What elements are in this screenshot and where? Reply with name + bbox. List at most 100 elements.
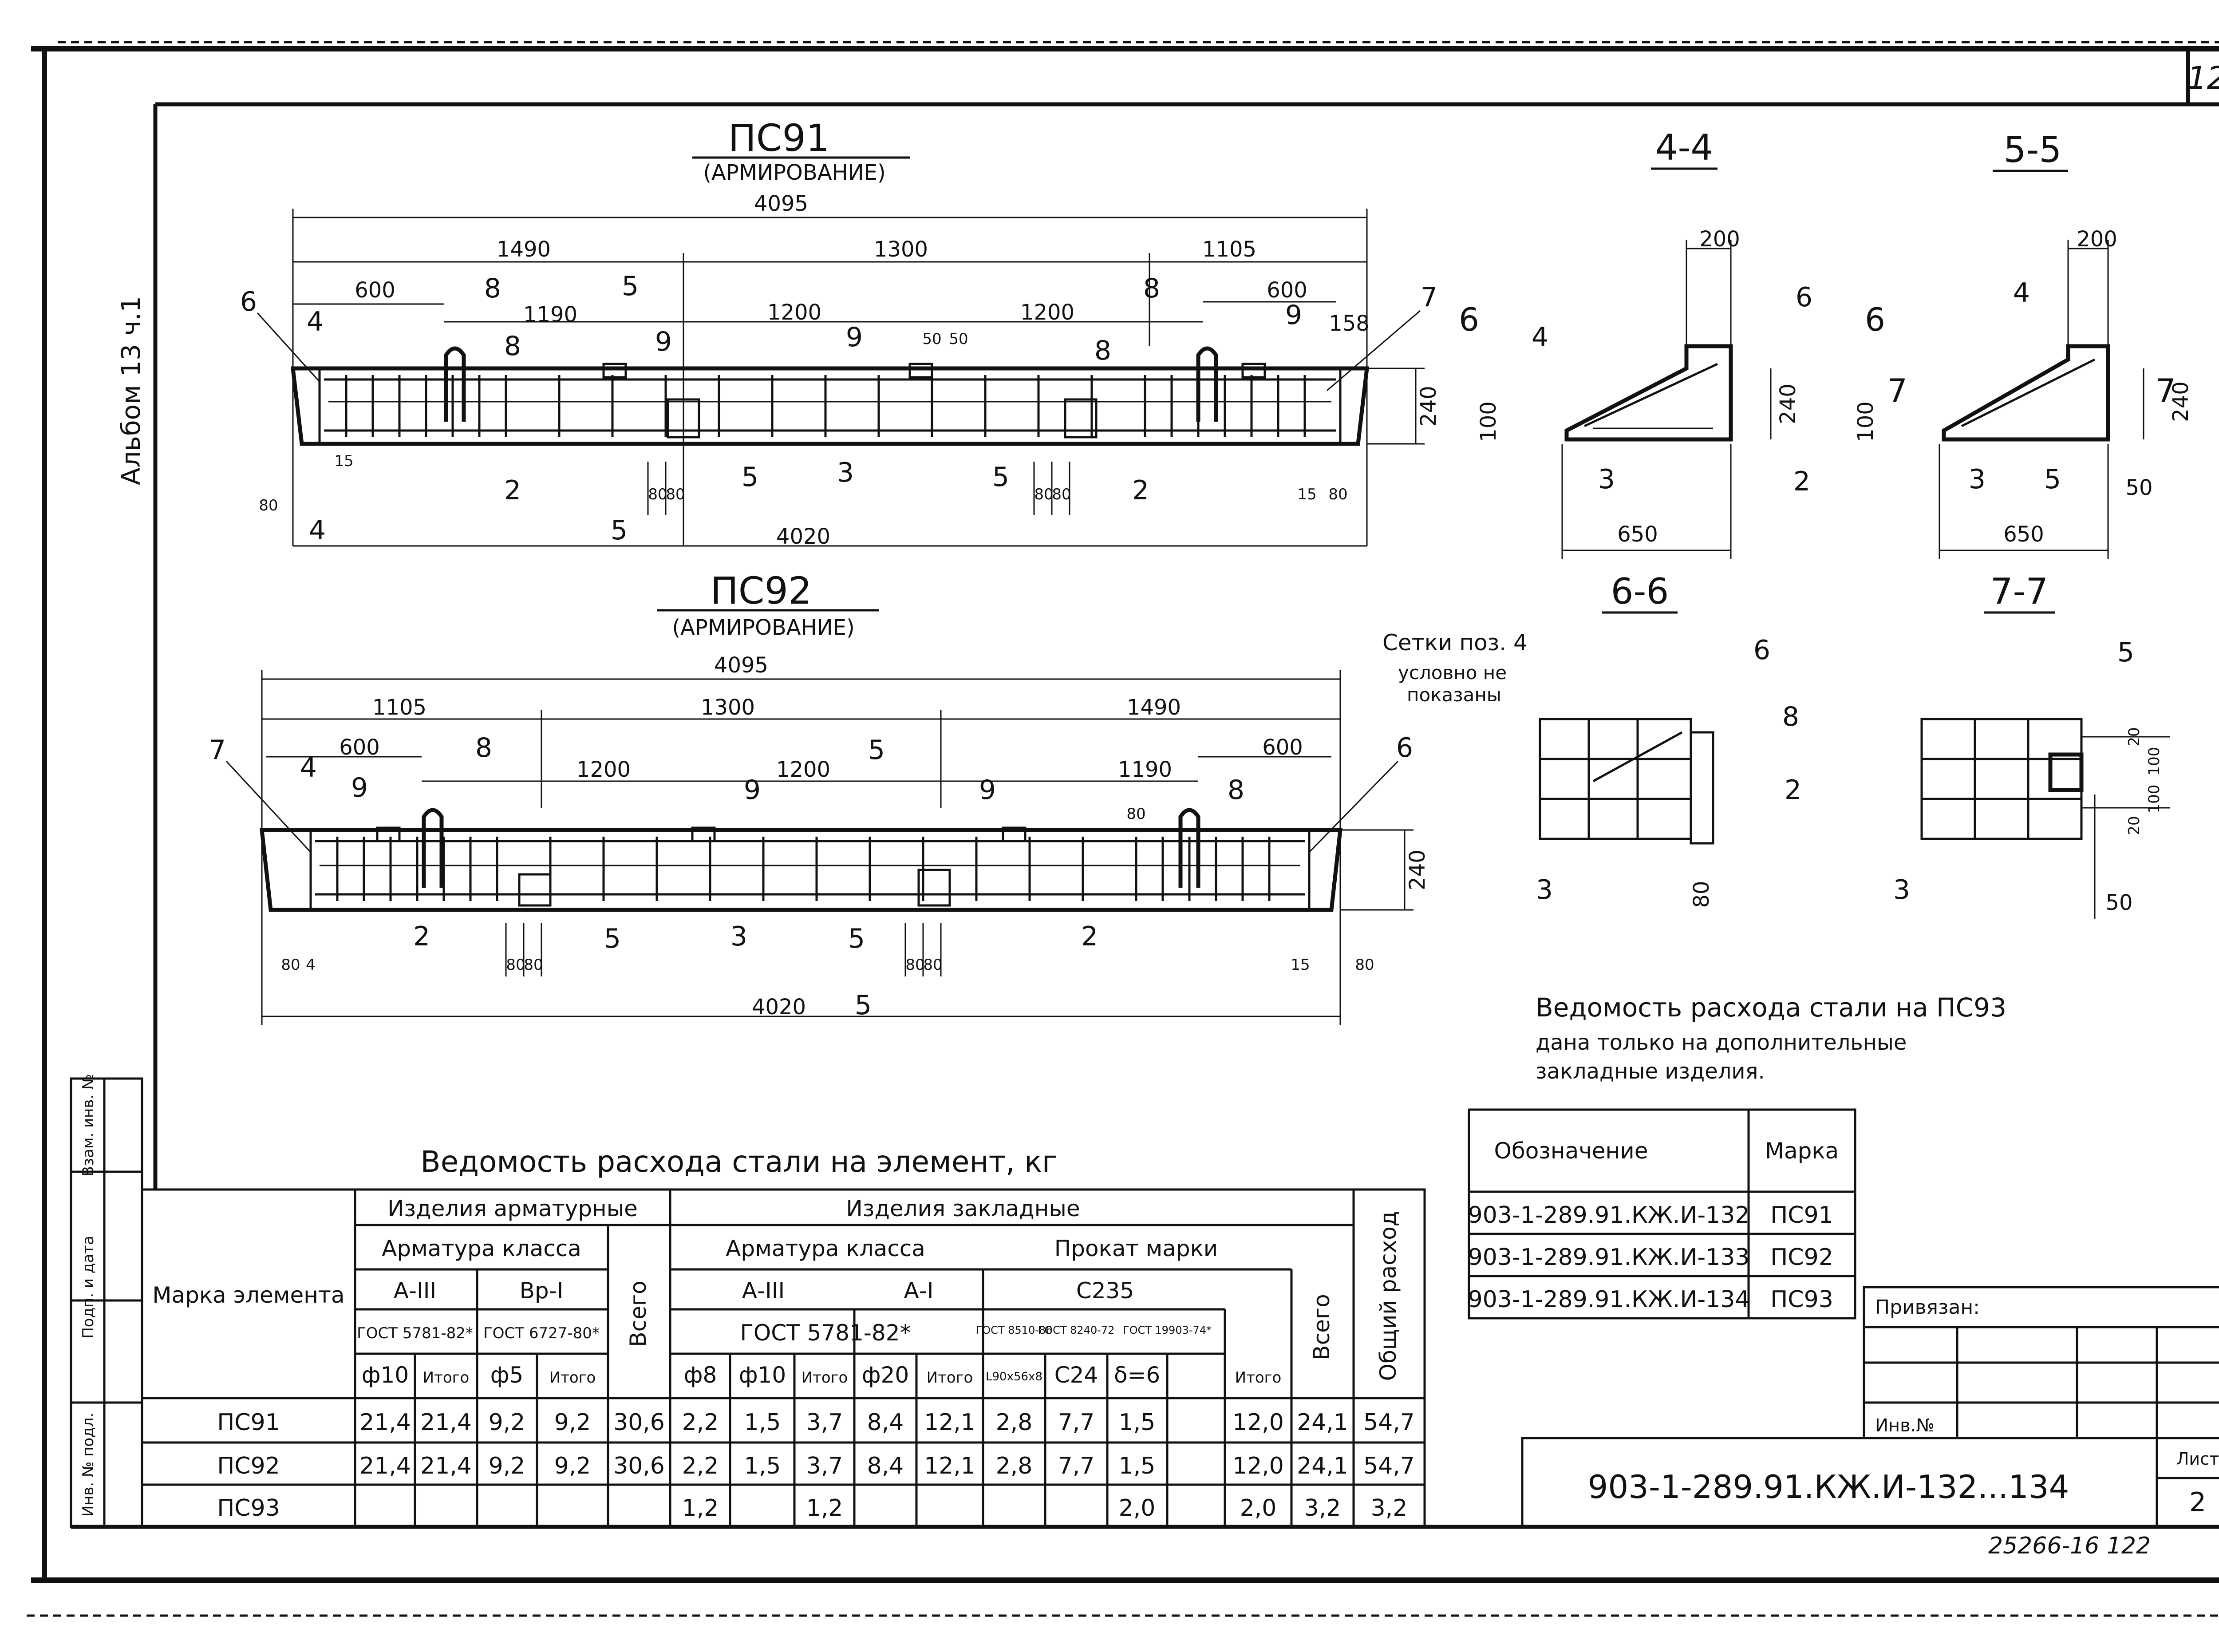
ps92-dim-1105: 1105 bbox=[372, 695, 426, 720]
s55-title: 5-5 bbox=[2004, 129, 2062, 170]
th-f10: ф10 bbox=[362, 1362, 409, 1388]
ps91-mark-3: 3 bbox=[837, 457, 854, 488]
s66-mark-2: 2 bbox=[1785, 775, 1801, 806]
s44-cut-6b: 6 bbox=[1865, 301, 1885, 338]
cell: 1,2 bbox=[806, 1495, 843, 1522]
cell: 2,2 bbox=[682, 1409, 719, 1436]
ps92-mark-6: 6 bbox=[1396, 732, 1413, 763]
ps91-dim-50a: 50 bbox=[922, 330, 941, 348]
ref-row3-code: 903-1-289.91.КЖ.И-134 bbox=[1468, 1286, 1750, 1313]
cell: 9,2 bbox=[489, 1453, 525, 1479]
ps91-mark-6: 6 bbox=[240, 286, 257, 317]
cell: 30,6 bbox=[613, 1409, 665, 1436]
row-mark: ПС93 bbox=[217, 1495, 280, 1522]
cell: 1,5 bbox=[744, 1409, 781, 1436]
cell: 3,7 bbox=[806, 1453, 843, 1479]
ps92-dim-1190: 1190 bbox=[1118, 757, 1172, 782]
ps92-dim-15: 15 bbox=[1291, 956, 1310, 974]
th-itogo3: Итого bbox=[802, 1369, 848, 1387]
s55-dim-650: 650 bbox=[2003, 522, 2044, 547]
ps92-dim-1490: 1490 bbox=[1127, 695, 1181, 720]
ref-row1-code: 903-1-289.91.КЖ.И-132 bbox=[1468, 1202, 1750, 1229]
s44-dim-650: 650 bbox=[1617, 522, 1658, 547]
s77-dim-100a: 100 bbox=[2145, 747, 2163, 776]
steel-table: Ведомость расхода стали на элемент, кг bbox=[141, 1145, 1426, 1528]
th-c24: С24 bbox=[1054, 1362, 1098, 1388]
section-6-6: 6-6 Сетки поз. 4 условно не показаны 80 … bbox=[1382, 571, 1801, 908]
ps91-mark-9c: 9 bbox=[1285, 300, 1302, 331]
s44-dim-200: 200 bbox=[1699, 227, 1740, 252]
ps91-dim-80e: 80 bbox=[259, 497, 278, 514]
ps92-subtitle: (АРМИРОВАНИЕ) bbox=[672, 615, 854, 640]
ps92-dim-80a: 80 bbox=[281, 956, 300, 974]
ps92-mark-2b: 2 bbox=[1081, 921, 1098, 952]
ps91-elevation: ПС91 (АРМИРОВАНИЕ) 4095 1490 1300 1105 6… bbox=[240, 116, 1441, 549]
section-4-4: 4-4 200 240 100 650 4 6 3 2 6 6 bbox=[1459, 127, 1885, 559]
cell: 12,0 bbox=[1232, 1409, 1284, 1436]
cell: 7,7 bbox=[1058, 1453, 1095, 1479]
stamp-cell-sign: Подп. и дата bbox=[79, 1236, 97, 1339]
s66-mark-3: 3 bbox=[1536, 874, 1553, 905]
s77-mark-3: 3 bbox=[1893, 874, 1910, 905]
ps91-dim-158: 158 bbox=[1329, 311, 1370, 336]
ps92-mark-5c: 5 bbox=[868, 735, 885, 766]
cell: 9,2 bbox=[489, 1409, 525, 1436]
cell: 12,1 bbox=[924, 1409, 975, 1436]
ps92-dim-overall-bottom: 4020 bbox=[752, 995, 806, 1020]
note-line-2: дана только на дополнительные bbox=[1536, 1030, 1907, 1055]
cell: 3,7 bbox=[806, 1409, 843, 1436]
ps91-stirrups bbox=[345, 375, 1306, 437]
ps92-mark-2a: 2 bbox=[413, 921, 430, 952]
ps91-mark-7: 7 bbox=[1421, 282, 1437, 313]
ps92-mark-5b: 5 bbox=[848, 923, 865, 954]
steel-note: Ведомость расхода стали на ПС93 дана тол… bbox=[1536, 992, 2006, 1084]
ps92-dim-600a: 600 bbox=[339, 735, 380, 760]
ps92-mark-7: 7 bbox=[209, 735, 226, 766]
ps92-dim-80e: 80 bbox=[923, 956, 942, 974]
s55-dim-240: 240 bbox=[2168, 381, 2193, 422]
th-itogo1: Итого bbox=[423, 1369, 470, 1387]
ps92-dim-600b: 600 bbox=[1262, 735, 1303, 760]
s44-cut-6a: 6 bbox=[1459, 301, 1479, 338]
note-line-3: закладные изделия. bbox=[1536, 1059, 1765, 1084]
cell: 8,4 bbox=[867, 1453, 904, 1479]
ps91-mark-4a: 4 bbox=[307, 306, 324, 337]
cell: 9,2 bbox=[554, 1453, 591, 1479]
cell: 12,1 bbox=[924, 1453, 975, 1479]
section-7-7: 7-7 20 100 100 20 50 5 3 bbox=[1893, 571, 2170, 919]
ps92-mark-9b: 9 bbox=[744, 775, 761, 806]
cell: 2,8 bbox=[996, 1453, 1033, 1479]
ps91-dim-600a: 600 bbox=[355, 278, 395, 303]
s77-dim-20b: 20 bbox=[2125, 816, 2143, 835]
s44-mark-2: 2 bbox=[1793, 466, 1810, 497]
table-row: ПС93 1,2 1,2 2,0 2,0 3,2 3,2 bbox=[217, 1495, 1407, 1522]
cell: 21,4 bbox=[420, 1409, 472, 1436]
ps91-dim-80c: 80 bbox=[1034, 486, 1053, 503]
ps92-mark-5d: 5 bbox=[855, 990, 872, 1021]
th-gost-e: ГОСТ 8240-72 bbox=[1038, 1324, 1115, 1336]
s66-title: 6-6 bbox=[1611, 571, 1669, 612]
th-bp1: Вр-I bbox=[520, 1278, 564, 1304]
ps91-dim-50b: 50 bbox=[949, 330, 968, 348]
ps92-dim-1300: 1300 bbox=[701, 695, 755, 720]
s55-mark-5: 5 bbox=[2044, 464, 2061, 495]
ps92-title: ПС92 bbox=[711, 569, 812, 613]
ps92-dim-4: 4 bbox=[306, 956, 316, 974]
th-gost-a: ГОСТ 5781-82* bbox=[357, 1324, 473, 1342]
s44-mark-4: 4 bbox=[1532, 322, 1548, 353]
s55-dim-200: 200 bbox=[2077, 227, 2117, 252]
note-line-1: Ведомость расхода стали на ПС93 bbox=[1536, 992, 2006, 1023]
ps92-dim-1200a: 1200 bbox=[576, 757, 631, 782]
s66-mark-8: 8 bbox=[1782, 701, 1799, 732]
table-row: ПС91 21,4 21,4 9,2 9,2 30,6 2,2 1,5 3,7 … bbox=[217, 1409, 1415, 1436]
th-f20: ф20 bbox=[862, 1362, 909, 1388]
ref-header-mark: Марка bbox=[1765, 1138, 1839, 1164]
th-itogo2: Итого bbox=[549, 1369, 596, 1387]
ps91-mark-5b: 5 bbox=[992, 462, 1009, 493]
ps91-mark-4b: 4 bbox=[309, 515, 326, 546]
cell: 9,2 bbox=[554, 1409, 591, 1436]
ps91-subtitle: (АРМИРОВАНИЕ) bbox=[703, 160, 885, 185]
th-rolled: Прокат марки bbox=[1054, 1236, 1218, 1261]
th-f5: ф5 bbox=[490, 1362, 524, 1388]
side-stamp: Взам. инв. № Подп. и дата Инв. № подл. bbox=[70, 1074, 143, 1528]
